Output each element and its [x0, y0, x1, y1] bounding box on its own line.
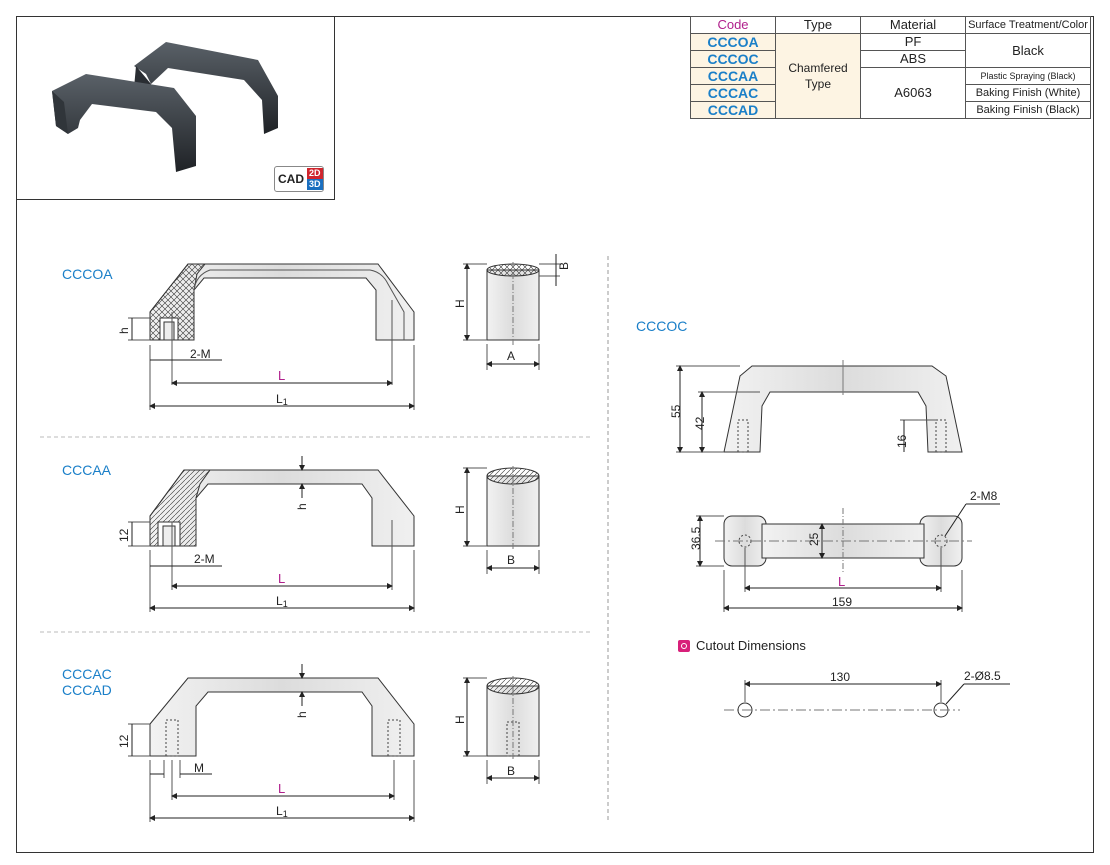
code-cell: CCCAD [690, 101, 776, 119]
spec-table: Code Type Material Surface Treatment/Col… [690, 16, 1091, 119]
cad-label: CAD [278, 172, 304, 186]
material-cell: ABS [860, 50, 966, 68]
code-cell: CCCAA [690, 67, 776, 85]
cad-badge[interactable]: CAD 2D 3D [274, 166, 324, 192]
dim-B: B [507, 553, 515, 567]
dim-H: H [453, 715, 467, 724]
cccaa-drawing: h 12 2-M L L1 H B [117, 456, 540, 612]
dim-L1: L1 [276, 392, 288, 407]
dim-L: L [278, 781, 285, 796]
cccoa-drawing: h 2-M L L1 H B A [117, 254, 571, 410]
label-cccad: CCCAD [62, 682, 112, 698]
header-type: Type [775, 16, 861, 34]
dim-2m8: 2-M8 [970, 489, 998, 503]
header-code: Code [690, 16, 776, 34]
cccac-drawing: h 12 M L L1 H B [117, 664, 540, 822]
dim-phi: 2-Ø8.5 [964, 669, 1001, 683]
label-cccac: CCCAC [62, 666, 112, 682]
dim-h: h [295, 711, 309, 718]
product-photo-box [16, 16, 335, 200]
label-cccoc: CCCOC [636, 318, 688, 334]
dim-12: 12 [117, 734, 131, 748]
header-material: Material [860, 16, 966, 34]
dim-12: 12 [117, 528, 131, 542]
dim-L: L [838, 574, 845, 589]
cutout-title: Cutout Dimensions [696, 638, 806, 653]
label-cccoa: CCCOA [62, 266, 113, 282]
cccoc-drawing: 55 42 16 36.5 25 2-M8 L 159 [669, 360, 1010, 718]
cutout-legend: Cutout Dimensions [678, 638, 806, 653]
cutout-marker-icon [678, 639, 690, 652]
label-cccaa: CCCAA [62, 462, 112, 478]
dim-B: B [557, 262, 571, 270]
dim-2m: 2-M [194, 552, 215, 566]
dim-159: 159 [832, 595, 852, 609]
dim-42: 42 [693, 416, 707, 430]
surface-cell: Baking Finish (Black) [965, 101, 1091, 119]
dim-25: 25 [807, 532, 821, 546]
dim-A: A [507, 349, 515, 363]
dim-16: 16 [895, 434, 909, 448]
dim-H: H [453, 505, 467, 514]
dim-h: h [117, 327, 131, 334]
dim-55: 55 [669, 404, 683, 418]
dim-H: H [453, 299, 467, 308]
code-cell: CCCOC [690, 50, 776, 68]
page-frame [16, 16, 1094, 853]
cad-3d-label: 3D [307, 179, 323, 190]
header-surface: Surface Treatment/Color [965, 16, 1091, 34]
dim-L1: L1 [276, 804, 288, 819]
dim-130: 130 [830, 670, 850, 684]
cad-2d-label: 2D [307, 168, 323, 179]
dim-36-5: 36.5 [689, 526, 703, 550]
dim-2m: 2-M [190, 347, 211, 361]
dim-L: L [278, 571, 285, 586]
dim-m: M [194, 761, 204, 775]
dim-L: L [278, 368, 285, 383]
dim-h: h [295, 503, 309, 510]
type-cell: Chamfered Type [775, 33, 861, 119]
dim-B: B [507, 764, 515, 778]
dim-L1: L1 [276, 594, 288, 609]
product-photo [52, 42, 278, 172]
